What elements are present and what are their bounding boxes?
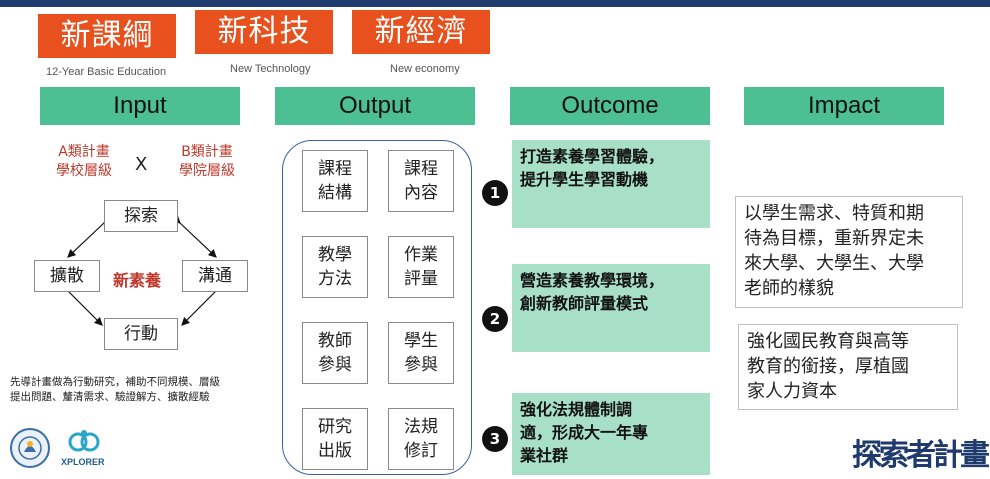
column-header-outcome: Outcome	[510, 87, 710, 125]
column-header-input: Input	[40, 87, 240, 125]
outcome-number-3: 3	[482, 426, 508, 452]
top-bar	[0, 0, 990, 7]
arrow-bottom-left	[59, 282, 103, 326]
plan-a-label: A類計畫 學校層級	[56, 144, 112, 179]
outcome-number-2: 2	[482, 306, 508, 332]
badge-curriculum: 新課綱	[38, 14, 176, 58]
output-cell-teaching-method: 教學 方法	[302, 236, 368, 298]
outcome-item-3: 強化法規體制調 適，形成大一年專 業社群	[512, 393, 710, 475]
xplorer-logo-label: XPLORER	[61, 457, 105, 467]
output-frame	[282, 140, 472, 475]
cycle-diffuse: 擴散	[34, 260, 100, 292]
output-cell-curriculum-content: 課程 內容	[388, 150, 454, 212]
cycle-arrows	[59, 215, 225, 326]
impact-item-2: 強化國民教育與高等 教育的銜接，厚植國 家人力資本	[738, 324, 958, 410]
output-cell-teacher-participation: 教師 參與	[302, 322, 368, 384]
badge-technology: 新科技	[195, 10, 333, 54]
arrow-top-right	[171, 215, 217, 258]
badge-economy: 新經濟	[352, 10, 490, 54]
cycle-new-literacy: 新素養	[113, 271, 162, 290]
impact-item-1: 以學生需求、特質和期 待為目標，重新界定未 來大學、大學生、大學 老師的樣貌	[735, 196, 963, 308]
badge-curriculum-caption: 12-Year Basic Education	[46, 66, 167, 78]
cycle-explore: 探索	[104, 200, 178, 232]
xplorer-logo-icon	[64, 428, 104, 454]
output-cell-curriculum-structure: 課程 結構	[302, 150, 368, 212]
arrow-top-left	[67, 215, 113, 258]
ministry-seal-icon	[10, 428, 50, 468]
pilot-note: 先導計畫做為行動研究，補助不同規模、層級 提出問題、釐清需求、驗證解方、擴散經驗	[10, 376, 220, 403]
cycle-action: 行動	[104, 318, 178, 350]
plan-b-label: B類計畫 學院層級	[179, 144, 235, 179]
times-symbol: X	[135, 154, 148, 175]
cycle-communicate: 溝通	[182, 260, 248, 292]
badge-economy-caption: New economy	[390, 63, 460, 75]
output-cell-assessment: 作業 評量	[388, 236, 454, 298]
outcome-number-1: 1	[482, 180, 508, 206]
output-cell-research-publication: 研究 出版	[302, 408, 368, 470]
arrow-bottom-right	[181, 282, 225, 326]
outcome-item-1: 打造素養學習體驗， 提升學生學習動機	[512, 140, 710, 228]
output-cell-student-participation: 學生 參與	[388, 322, 454, 384]
outcome-item-2: 營造素養教學環境， 創新教師評量模式	[512, 264, 710, 352]
column-header-output: Output	[275, 87, 475, 125]
brand-logo: 探索者計畫	[852, 438, 990, 473]
output-cell-regulation-revision: 法規 修訂	[388, 408, 454, 470]
badge-technology-caption: New Technology	[230, 63, 311, 75]
column-header-impact: Impact	[744, 87, 944, 125]
